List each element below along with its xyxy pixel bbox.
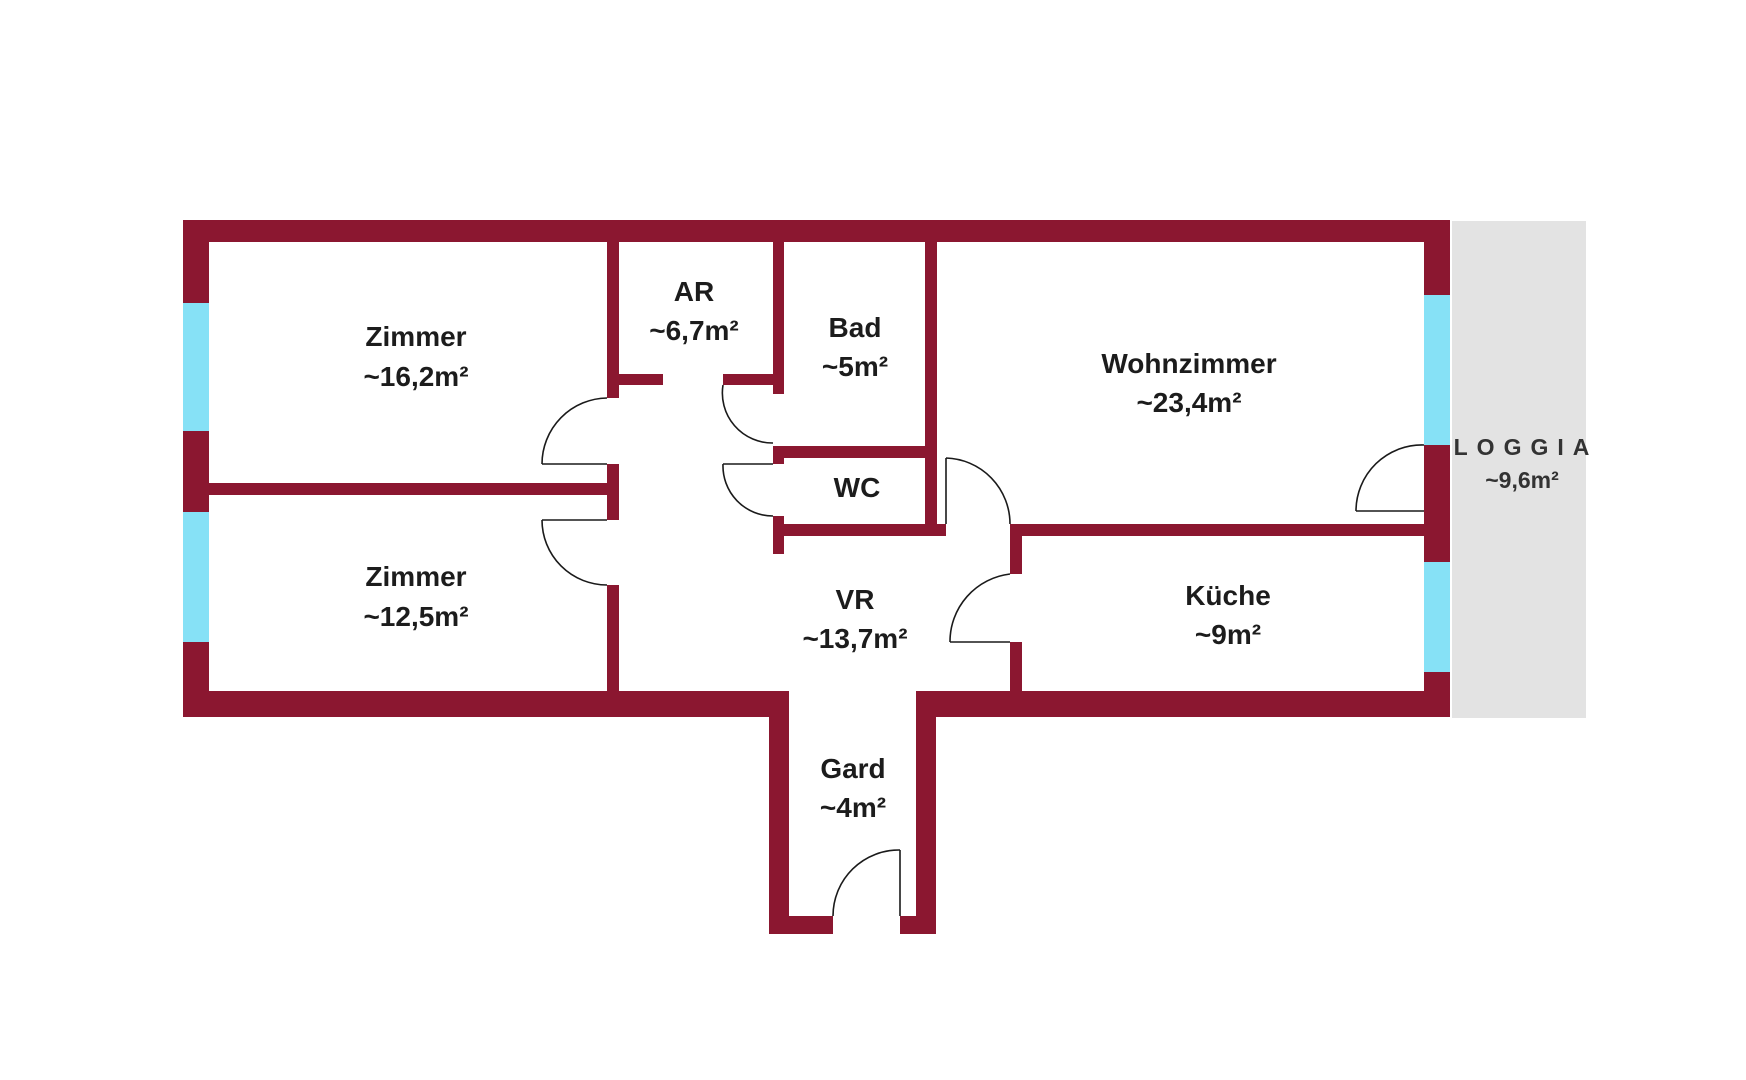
door-swings xyxy=(541,384,1425,917)
wall-zimmer1-right xyxy=(607,242,619,398)
window-zimmer2 xyxy=(183,512,209,642)
window-zimmer1 xyxy=(183,303,209,431)
door-ar xyxy=(721,384,774,444)
label-vr-name: VR xyxy=(836,584,875,615)
wall-bad-right xyxy=(925,242,937,524)
label-gard-area: ~4m² xyxy=(820,792,886,823)
wall-ar-bottom-right xyxy=(723,374,773,385)
label-kueche-area: ~9m² xyxy=(1195,619,1261,650)
label-loggia-area: ~9,6m² xyxy=(1485,467,1559,493)
label-wohnzimmer-name: Wohnzimmer xyxy=(1101,348,1276,379)
door-zimmer1 xyxy=(541,397,608,465)
label-bad-name: Bad xyxy=(829,312,882,343)
label-wc-name: WC xyxy=(834,472,881,503)
label-loggia-name: LOGGIA xyxy=(1454,434,1599,460)
label-ar-area: ~6,7m² xyxy=(649,315,739,346)
outer-wall-bottom-right xyxy=(916,691,1450,717)
label-bad-area: ~5m² xyxy=(822,351,888,382)
loggia-area xyxy=(1452,221,1586,718)
wall-zimmer2-right xyxy=(607,585,619,691)
door-entrance xyxy=(832,849,901,917)
outer-wall-top xyxy=(183,220,1450,242)
window-kueche xyxy=(1424,562,1450,672)
wall-zimmer-center xyxy=(607,464,619,520)
door-zimmer2 xyxy=(541,519,608,586)
wall-kueche-left-top xyxy=(1010,524,1022,574)
wall-wohnzimmer-bottom xyxy=(1010,524,1424,536)
label-vr-area: ~13,7m² xyxy=(802,623,907,654)
label-kueche-name: Küche xyxy=(1185,580,1271,611)
label-zimmer2-name: Zimmer xyxy=(365,561,466,592)
wall-wc-left xyxy=(773,446,784,464)
label-zimmer2-area: ~12,5m² xyxy=(363,601,468,632)
wall-zimmer-divider xyxy=(209,483,619,495)
label-wohnzimmer-area: ~23,4m² xyxy=(1136,387,1241,418)
label-zimmer1-name: Zimmer xyxy=(365,321,466,352)
door-loggia xyxy=(1355,444,1425,512)
outer-wall-bottom-left xyxy=(183,691,789,717)
door-wohnzimmer-vr xyxy=(945,457,1011,525)
gard-wall-left xyxy=(769,691,789,934)
gard-wall-right xyxy=(916,691,936,934)
wall-ar-right xyxy=(773,242,784,394)
room-labels: Zimmer ~16,2m² AR ~6,7m² Bad ~5m² Wohnzi… xyxy=(363,276,1599,823)
label-ar-name: AR xyxy=(674,276,714,307)
window-wohnzimmer xyxy=(1424,295,1450,445)
label-gard-name: Gard xyxy=(820,753,885,784)
wall-kueche-left-bottom xyxy=(1010,642,1022,691)
windows xyxy=(183,295,1450,672)
gard-wall-bottom-right xyxy=(900,916,936,934)
wall-ar-bottom-left xyxy=(619,374,663,385)
walls xyxy=(183,220,1450,934)
wall-bad-bottom xyxy=(773,446,937,458)
gard-wall-bottom-left xyxy=(769,916,833,934)
label-zimmer1-area: ~16,2m² xyxy=(363,361,468,392)
door-wc xyxy=(722,463,774,517)
door-kueche xyxy=(949,573,1011,643)
wall-wc-bottom xyxy=(773,524,946,536)
outer-wall-left xyxy=(183,220,209,717)
